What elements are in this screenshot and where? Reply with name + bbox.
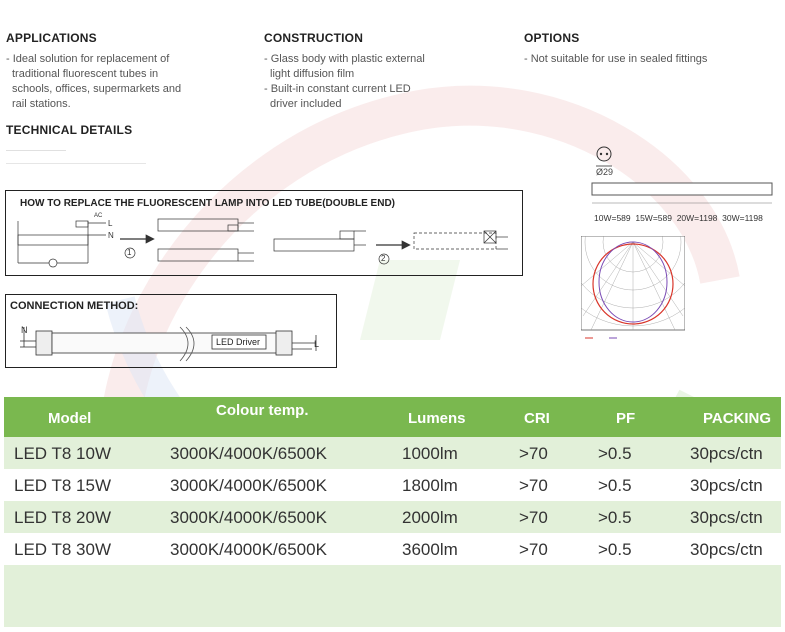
options-line: - Not suitable for use in sealed fitting… bbox=[524, 53, 708, 65]
options-list: - Not suitable for use in sealed fitting… bbox=[524, 52, 774, 67]
replace-diagram-title: HOW TO REPLACE THE FLUORESCENT LAMP INTO… bbox=[20, 198, 396, 209]
options-title: OPTIONS bbox=[524, 31, 580, 45]
cell-colour-temp: 3000K/4000K/6500K bbox=[170, 540, 327, 559]
cell-packing: 30pcs/ctn bbox=[690, 444, 763, 463]
construction-line: - Built-in constant current LED bbox=[264, 83, 411, 95]
cell-pf: >0.5 bbox=[598, 540, 632, 559]
construction-title: CONSTRUCTION bbox=[264, 31, 364, 45]
header-model: Model bbox=[48, 410, 92, 427]
cell-packing: 30pcs/ctn bbox=[690, 476, 763, 495]
step-1-label: 1 bbox=[127, 248, 132, 257]
connection-method-title: CONNECTION METHOD: bbox=[10, 300, 139, 312]
tube-lengths-label: 10W=589 15W=589 20W=1198 30W=1198 bbox=[594, 213, 763, 223]
cell-lumens: 1800lm bbox=[402, 476, 458, 495]
faint-technical-text bbox=[6, 142, 146, 164]
construction-line: light diffusion film bbox=[270, 68, 355, 80]
cell-colour-temp: 3000K/4000K/6500K bbox=[170, 508, 327, 527]
construction-line: - Glass body with plastic external bbox=[264, 53, 425, 65]
table-empty-row bbox=[4, 565, 781, 627]
cell-packing: 30pcs/ctn bbox=[690, 540, 763, 559]
connection-wiring-diagram bbox=[20, 326, 317, 362]
construction-line: driver included bbox=[270, 98, 342, 110]
cell-cri: >70 bbox=[519, 444, 548, 463]
cell-colour-temp: 3000K/4000K/6500K bbox=[170, 444, 327, 463]
applications-line: traditional fluorescent tubes in bbox=[12, 68, 159, 80]
connection-l-label: L bbox=[314, 339, 320, 349]
replace-wiring-diagram bbox=[17, 218, 508, 268]
technical-details-title: TECHNICAL DETAILS bbox=[6, 123, 133, 137]
cell-model: LED T8 15W bbox=[14, 476, 112, 495]
ac-label: AC bbox=[94, 213, 103, 219]
applications-line: schools, offices, supermarkets and bbox=[12, 83, 182, 95]
header-colour-temp: Colour temp. bbox=[216, 402, 309, 419]
l-label: L bbox=[108, 219, 113, 228]
cell-pf: >0.5 bbox=[598, 444, 632, 463]
cell-cri: >70 bbox=[519, 508, 548, 527]
cell-colour-temp: 3000K/4000K/6500K bbox=[170, 476, 327, 495]
cell-lumens: 1000lm bbox=[402, 444, 458, 463]
table-header: Model Colour temp. Lumens CRI PF PACKING bbox=[4, 397, 781, 437]
applications-title: APPLICATIONS bbox=[6, 31, 97, 45]
step-2-label: 2 bbox=[381, 254, 386, 263]
header-lumens: Lumens bbox=[408, 410, 466, 427]
applications-line: - Ideal solution for replacement of bbox=[6, 53, 170, 65]
table-row: LED T8 20W 3000K/4000K/6500K 2000lm >70 … bbox=[4, 501, 781, 533]
tube-dimension-drawing: Ø29 10W=589 15W=589 20W=1198 30W=1198 bbox=[588, 145, 778, 225]
connection-method-box: CONNECTION METHOD: N L LED Driver bbox=[5, 294, 337, 368]
polar-light-distribution bbox=[548, 157, 718, 346]
header-pf: PF bbox=[616, 410, 636, 427]
n-label: N bbox=[108, 231, 114, 240]
applications-line: rail stations. bbox=[12, 98, 71, 110]
cell-lumens: 2000lm bbox=[402, 508, 458, 527]
cell-packing: 30pcs/ctn bbox=[690, 508, 763, 527]
cell-model: LED T8 20W bbox=[14, 508, 112, 527]
tube-diameter-label: Ø29 bbox=[596, 167, 614, 177]
cell-pf: >0.5 bbox=[598, 508, 632, 527]
specs-table: Model Colour temp. Lumens CRI PF PACKING… bbox=[4, 397, 781, 627]
table-row: LED T8 15W 3000K/4000K/6500K 1800lm >70 … bbox=[4, 469, 781, 501]
applications-list: - Ideal solution for replacement of trad… bbox=[6, 52, 236, 112]
cell-lumens: 3600lm bbox=[402, 540, 458, 559]
cell-pf: >0.5 bbox=[598, 476, 632, 495]
cell-cri: >70 bbox=[519, 540, 548, 559]
table-row: LED T8 10W 3000K/4000K/6500K 1000lm >70 … bbox=[4, 437, 781, 469]
connection-n-label: N bbox=[21, 325, 28, 335]
construction-list: - Glass body with plastic external light… bbox=[264, 52, 484, 112]
cell-model: LED T8 10W bbox=[14, 444, 112, 463]
header-packing: PACKING bbox=[703, 410, 772, 427]
replace-diagram-box: HOW TO REPLACE THE FLUORESCENT LAMP INTO… bbox=[5, 190, 523, 276]
led-driver-label: LED Driver bbox=[216, 337, 261, 347]
cell-model: LED T8 30W bbox=[14, 540, 112, 559]
header-cri: CRI bbox=[524, 410, 550, 427]
cell-cri: >70 bbox=[519, 476, 548, 495]
table-row: LED T8 30W 3000K/4000K/6500K 3600lm >70 … bbox=[4, 533, 781, 565]
